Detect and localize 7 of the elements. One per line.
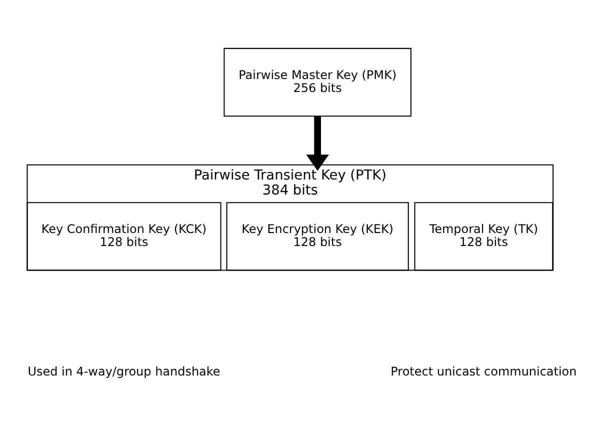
node-box: Temporal Key (TK) 128 bits [414,202,554,271]
node-box: Key Confirmation Key (KCK) 128 bits [26,202,222,271]
arrow [306,116,329,171]
node-box: Pairwise Master Key (PMK) 256 bits [224,48,412,117]
label: Used in 4-way/group handshake [28,364,220,378]
label: Protect unicast communication [390,364,577,378]
node-box: Key Encryption Key (KEK) 128 bits [226,202,409,271]
